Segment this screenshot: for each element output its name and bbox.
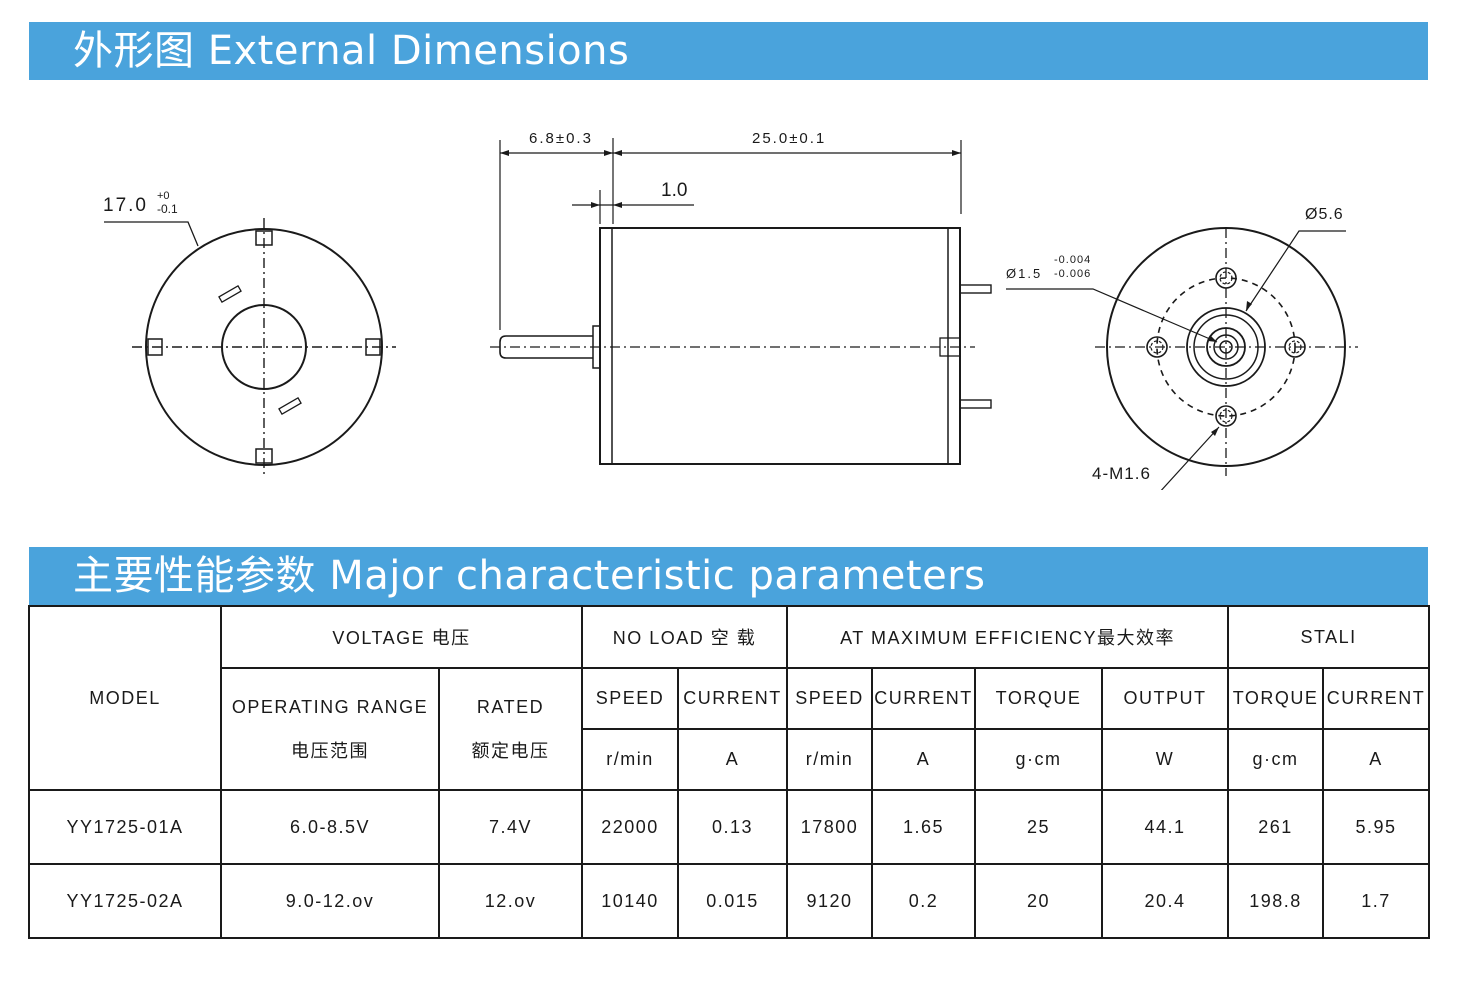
model-cell: YY1725-02A [28, 863, 222, 939]
me-speed-cell: 17800 [786, 789, 874, 865]
header-row-units: r/min A r/min A g·cm W g·cm A [29, 728, 1431, 791]
shaft-diameter-dim: Ø1.5 [1006, 266, 1042, 281]
shaft-length-dim: 6.8±0.3 [529, 130, 593, 147]
st-torque-header: TORQUE [1227, 667, 1325, 730]
header-row-groups: MODEL VOLTAGE 电压 NO LOAD 空 载 AT MAXIMUM … [28, 605, 1431, 791]
rated-header: RATED 额定电压 [437, 667, 584, 791]
front-view [104, 218, 396, 476]
rated-cn: 额定电压 [471, 741, 550, 761]
model-header: MODEL [28, 605, 222, 791]
me-torque-cell: 20 [974, 863, 1104, 939]
flange-dim: 1.0 [661, 180, 687, 201]
me-torque-unit: g·cm [974, 728, 1104, 791]
me-torque-cell: 25 [974, 789, 1104, 865]
stall-header: STALI [1227, 605, 1431, 669]
side-view [490, 138, 992, 465]
shaft-tol-upper: -0.004 [1054, 254, 1091, 266]
rated-cell: 12.ov [437, 863, 584, 939]
me-current-cell: 1.65 [871, 789, 977, 865]
max-efficiency-header: AT MAXIMUM EFFICIENCY最大效率 [786, 605, 1230, 669]
operating-range-cell: 9.0-12.ov [220, 863, 440, 939]
st-current-cell: 1.7 [1322, 863, 1431, 939]
dimension-arrowheads [500, 150, 961, 208]
no-load-header: NO LOAD 空 载 [581, 605, 789, 669]
me-current-unit: A [871, 728, 977, 791]
me-current-header: CURRENT [871, 667, 977, 730]
external-dimensions-banner: 外形图 External Dimensions [29, 22, 1428, 80]
front-diameter-tol-lower: -0.1 [157, 202, 178, 216]
nl-speed-unit: r/min [581, 728, 680, 791]
operating-range-header: OPERATING RANGE 电压范围 [220, 667, 440, 791]
nl-speed-header: SPEED [581, 667, 680, 730]
voltage-header: VOLTAGE 电压 [219, 605, 584, 669]
nl-current-cell: 0.13 [677, 789, 789, 865]
st-torque-unit: g·cm [1227, 728, 1325, 791]
me-speed-cell: 9120 [786, 863, 874, 939]
rated-cell: 7.4V [437, 789, 584, 865]
rear-view [1006, 227, 1358, 490]
nl-current-cell: 0.015 [677, 863, 789, 939]
dimension-drawing: 17.0 +0 -0.1 6.8±0.3 25.0±0.1 1.0 [103, 130, 1358, 490]
me-speed-unit: r/min [786, 728, 874, 791]
st-current-unit: A [1322, 728, 1431, 791]
table-row: YY1725-02A 9.0-12.ov 12.ov 10140 0.015 9… [28, 863, 1431, 939]
nl-current-header: CURRENT [677, 667, 789, 730]
me-torque-header: TORQUE [974, 667, 1104, 730]
st-current-header: CURRENT [1322, 667, 1431, 730]
operating-range-cell: 6.0-8.5V [220, 789, 440, 865]
me-output-cell: 44.1 [1101, 789, 1230, 865]
operating-range-cn: 电压范围 [291, 741, 369, 761]
boss-diameter-dim: Ø5.6 [1305, 206, 1344, 223]
nl-speed-cell: 10140 [581, 863, 680, 939]
nl-speed-cell: 22000 [581, 789, 680, 865]
rated-en: RATED [476, 697, 545, 717]
front-diameter-label: 17.0 [103, 195, 148, 216]
model-cell: YY1725-01A [28, 789, 222, 865]
front-diameter-tol-upper: +0 [157, 190, 170, 202]
st-current-cell: 5.95 [1322, 789, 1431, 865]
operating-range-en: OPERATING RANGE [231, 697, 429, 717]
me-output-cell: 20.4 [1101, 863, 1230, 939]
me-output-header: OUTPUT [1101, 667, 1230, 730]
me-current-cell: 0.2 [871, 863, 977, 939]
rear-arrowheads [1208, 301, 1252, 436]
header-row-fields: OPERATING RANGE 电压范围 RATED 额定电压 SPEED CU… [29, 667, 1431, 791]
st-torque-cell: 198.8 [1227, 863, 1325, 939]
me-output-unit: W [1101, 728, 1230, 791]
nl-current-unit: A [677, 728, 789, 791]
screw-holes-dim: 4-M1.6 [1092, 464, 1151, 483]
table-row: YY1725-01A 6.0-8.5V 7.4V 22000 0.13 1780… [28, 789, 1431, 865]
st-torque-cell: 261 [1227, 789, 1325, 865]
body-length-dim: 25.0±0.1 [752, 130, 826, 147]
me-speed-header: SPEED [786, 667, 874, 730]
shaft-tol-lower: -0.006 [1054, 268, 1091, 280]
major-parameters-banner: 主要性能参数 Major characteristic parameters [29, 547, 1428, 605]
parameters-table: MODEL VOLTAGE 电压 NO LOAD 空 载 AT MAXIMUM … [28, 605, 1431, 939]
